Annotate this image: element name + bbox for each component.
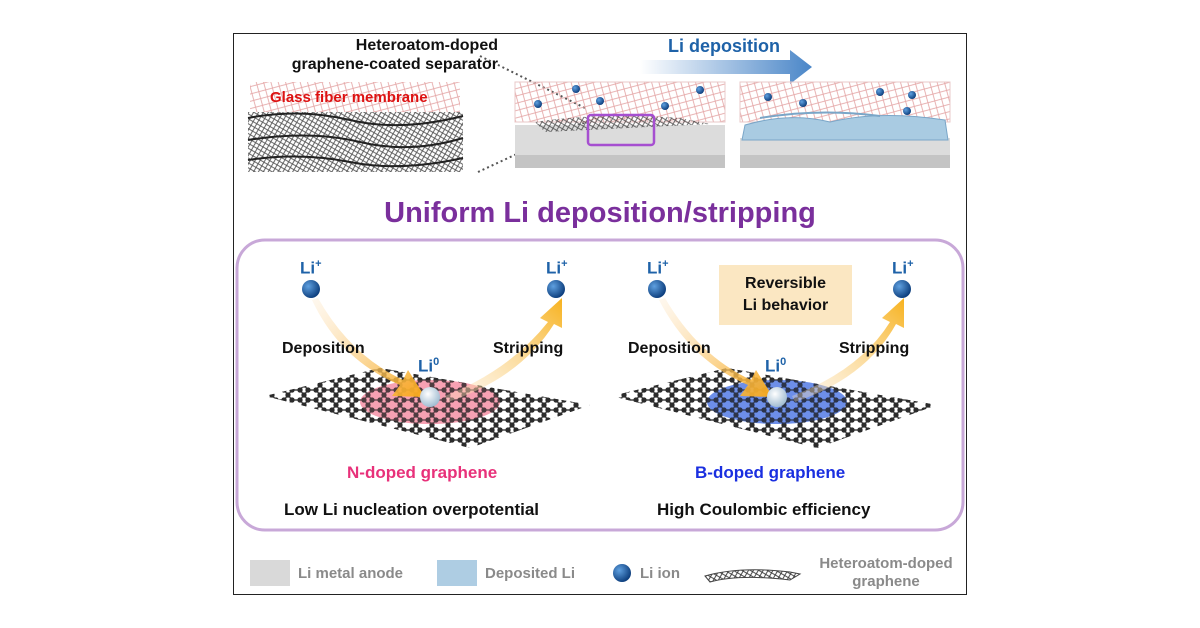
mechanism-panel [235, 238, 965, 532]
legend-anode-swatch [250, 560, 290, 586]
li-zero-label-right: Li0 [765, 356, 787, 376]
deposition-label-left: Deposition [282, 340, 365, 357]
legend-deposited-swatch [437, 560, 477, 586]
li-ion-left-end [547, 280, 565, 298]
deposition-arrow-right [659, 298, 773, 397]
b-doped-graphene-sheet [612, 368, 937, 448]
li-plus-label-3: Li+ [647, 258, 669, 278]
li-ion-left-start [302, 280, 320, 298]
deposition-label-right: Deposition [628, 340, 711, 357]
li-deposition-arrow [640, 50, 812, 84]
li-atom-left [420, 387, 440, 407]
glass-fiber-membrane-image [247, 82, 464, 172]
stripping-arrow-left [445, 298, 562, 402]
zoom-box [586, 113, 656, 147]
n-doped-graphene-sheet [265, 368, 590, 448]
legend-li-ion-icon [613, 564, 631, 582]
cell-after-deposition [739, 81, 951, 168]
li-ion-right-start [648, 280, 666, 298]
n-doped-label: N-doped graphene [347, 463, 498, 482]
li-deposition-label: Li deposition [668, 36, 780, 56]
n-doped-caption: Low Li nucleation overpotential [284, 500, 540, 519]
legend-li-ion: Li ion [640, 565, 680, 582]
legend-graphene-icon [704, 569, 802, 583]
reversible-li-box: Reversible Li behavior [719, 265, 852, 325]
stripping-label-right: Stripping [839, 340, 910, 357]
li-atom-right [767, 387, 787, 407]
glass-fiber-label: Glass fiber membrane [270, 89, 428, 106]
li-plus-label-4: Li+ [892, 258, 914, 278]
main-title: Uniform Li deposition/stripping [384, 197, 816, 229]
b-doped-caption: High Coulombic efficiency [657, 500, 871, 519]
li-plus-label-1: Li+ [300, 258, 322, 278]
b-doped-label: B-doped graphene [695, 463, 846, 482]
legend-graphene: Heteroatom-doped graphene [819, 555, 953, 590]
legend-li-metal-anode: Li metal anode [298, 565, 404, 582]
legend-deposited-li: Deposited Li [485, 565, 576, 582]
deposition-arrow-left [312, 298, 425, 397]
li-plus-label-2: Li+ [546, 258, 568, 278]
cell-before-deposition [514, 81, 726, 168]
stripping-label-left: Stripping [493, 340, 564, 357]
separator-label: Heteroatom-doped graphene-coated separat… [291, 37, 498, 73]
li-zero-label-left: Li0 [418, 356, 440, 376]
li-ion-right-end [893, 280, 911, 298]
stripping-arrow-right [792, 298, 904, 402]
